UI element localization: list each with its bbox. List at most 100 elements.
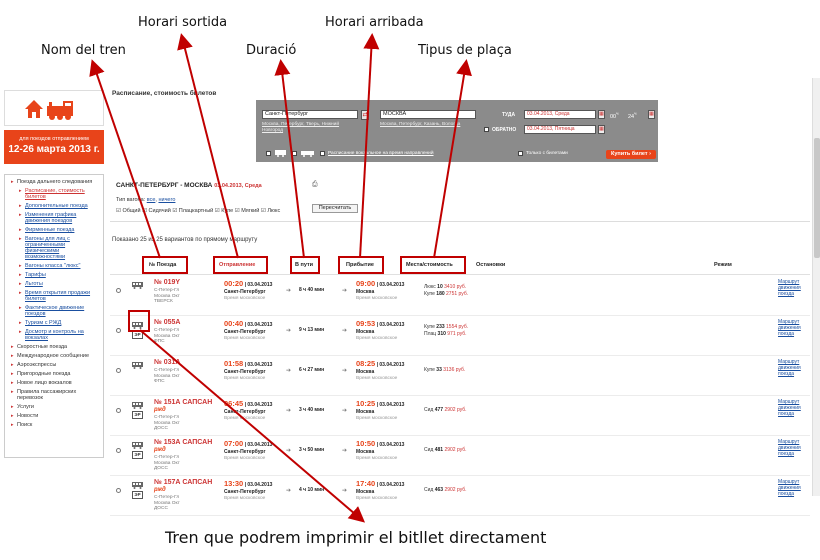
sidebar-item[interactable]: Досмотр и контроль на вокзалах	[11, 329, 99, 341]
from-station-input[interactable]: Санкт-Петербург	[262, 110, 358, 119]
col-seats[interactable]: Места/стоимость	[406, 262, 453, 268]
car-type-none-link[interactable]: ничего	[158, 197, 176, 203]
train-number[interactable]: № 157А САПСАН	[154, 479, 213, 486]
sidebar-item[interactable]: Поиск	[11, 422, 99, 428]
sidebar-item[interactable]: Новое лицо вокзалов	[11, 380, 99, 386]
seat-class[interactable]: Сид 463 2902 руб.	[424, 487, 467, 493]
arrival-time-value: 09:00	[356, 279, 376, 288]
back-date-input[interactable]: 03.04.2013, Пятница	[524, 125, 596, 134]
there-time-from[interactable]: 00ч	[610, 111, 619, 120]
train-filter-checkbox[interactable]	[266, 151, 271, 156]
seat-price: 2751 руб.	[446, 291, 469, 297]
train-number[interactable]: № 031А	[154, 359, 181, 366]
train-route-link[interactable]: Маршрут движения поезда	[778, 359, 801, 377]
train-route-link[interactable]: Маршрут движения поезда	[778, 439, 801, 457]
sidebar-item[interactable]: Фирменные поезда	[11, 227, 99, 233]
seat-class[interactable]: Люкс 10 3410 руб.	[424, 284, 466, 290]
col-train[interactable]: № Поезда	[149, 262, 177, 268]
there-time-to[interactable]: 24ч	[628, 111, 637, 120]
seat-class[interactable]: Плац 310 971 руб.	[424, 331, 467, 337]
sidebar-item[interactable]: Фактическое движение поездов	[11, 305, 99, 317]
departure-time: 06:45 | 03.04.2013	[224, 399, 272, 408]
train-number[interactable]: № 055А	[154, 319, 181, 326]
train-route-link[interactable]: Маршрут движения поезда	[778, 319, 801, 337]
sidebar-item[interactable]: Вагоны для лиц с ограниченными физически…	[11, 236, 99, 260]
planned-checkbox[interactable]	[320, 151, 325, 156]
there-time-icon[interactable]: ▦	[648, 110, 655, 119]
travel-duration: 8 ч 40 мин	[299, 287, 325, 293]
col-duration[interactable]: В пути	[295, 262, 314, 268]
sidebar-menu: Поезда дальнего следованияРасписание, ст…	[4, 174, 104, 458]
back-calendar-icon[interactable]: ▦	[598, 125, 605, 134]
sidebar-item[interactable]: Правила пассажирских перевозок	[11, 389, 99, 401]
select-train-radio[interactable]	[116, 408, 121, 413]
train-route-link[interactable]: Маршрут движения поезда	[778, 279, 801, 297]
car-type-checkboxes[interactable]: ☑ Общий ☑ Сидячий ☑ Плацкартный ☑ Купе ☑…	[116, 208, 281, 214]
print-icon[interactable]: ⎙	[312, 181, 318, 188]
sidebar-item[interactable]: Время открытия продажи билетов	[11, 290, 99, 302]
bus-filter-checkbox[interactable]	[292, 151, 297, 156]
select-train-radio[interactable]	[116, 488, 121, 493]
sidebar-item[interactable]: Дополнительные поезда	[11, 203, 99, 209]
buy-ticket-button[interactable]: Купить билет ›	[606, 150, 656, 159]
train-route-link[interactable]: Маршрут движения поезда	[778, 479, 801, 497]
select-train-radio[interactable]	[116, 328, 121, 333]
sidebar-item[interactable]: Скоростные поезда	[11, 344, 99, 350]
there-date-input[interactable]: 03.04.2013, Среда	[524, 110, 596, 119]
train-number[interactable]: № 019Y	[154, 279, 181, 286]
there-calendar-icon[interactable]: ▦	[598, 110, 605, 119]
seat-class[interactable]: Купе 33 3136 руб.	[424, 367, 465, 373]
seat-class-name: Купе	[424, 291, 435, 297]
departure-timezone: Время московское	[224, 376, 266, 381]
only-tickets-checkbox[interactable]	[518, 151, 523, 156]
sidebar-item[interactable]: Новости	[11, 413, 99, 419]
swap-stations-button[interactable]: ⇄	[361, 110, 369, 120]
recalculate-button[interactable]: Пересчитать	[312, 204, 358, 213]
scrollbar-thumb[interactable]	[814, 138, 820, 258]
select-train-radio[interactable]	[116, 448, 121, 453]
seat-class[interactable]: Сид 477 2902 руб.	[424, 407, 467, 413]
sidebar-item[interactable]: Поезда дальнего следования	[11, 179, 99, 185]
planned-link[interactable]: Расписание вокзальное на время направлен…	[328, 151, 434, 156]
select-train-radio[interactable]	[116, 368, 121, 373]
select-train-radio[interactable]	[116, 288, 121, 293]
seat-class[interactable]: Сид 481 2902 руб.	[424, 447, 467, 453]
rzd-logo[interactable]	[4, 90, 104, 126]
from-station-suggestions[interactable]: Москва, Петербург, Тверь, Нижний Новгоро…	[262, 122, 340, 133]
sidebar-item[interactable]: Изменения графика движения поездов	[11, 212, 99, 224]
sidebar-item[interactable]: Международное сообщение	[11, 353, 99, 359]
return-checkbox[interactable]	[484, 127, 489, 132]
sidebar-item[interactable]: Аэроэкспрессы	[11, 362, 99, 368]
departure-timezone: Время московское	[224, 416, 266, 421]
arrival-timezone: Время московское	[356, 416, 398, 421]
sidebar-item[interactable]: Льготы	[11, 281, 99, 287]
arrow-right-icon: ➔	[342, 288, 348, 294]
train-number[interactable]: № 153А САПСАН	[154, 439, 213, 446]
sidebar-item[interactable]: Пригородные поезда	[11, 371, 99, 377]
departure-time-value: 07:00	[224, 439, 244, 448]
seat-class[interactable]: Купе 180 2751 руб.	[424, 291, 468, 297]
train-route-link[interactable]: Маршрут движения поезда	[778, 399, 801, 417]
train-number[interactable]: № 151А САПСАН	[154, 399, 213, 406]
sidebar-item[interactable]: Услуги	[11, 404, 99, 410]
sidebar-item[interactable]: Туризм с РЖД	[11, 320, 99, 326]
to-station-input[interactable]: МОСКВА	[380, 110, 476, 119]
car-type-all-link[interactable]: все	[146, 197, 156, 203]
sidebar-item[interactable]: Вагоны класса "люкс"	[11, 263, 99, 269]
seat-class[interactable]: Купе 233 1554 руб.	[424, 324, 468, 330]
sidebar-item[interactable]: Расписание, стоимость билетов	[11, 188, 99, 200]
sidebar-item[interactable]: Тарифы	[11, 272, 99, 278]
departure-timezone: Время московское	[224, 296, 266, 301]
promo-banner[interactable]: для поездов отправлением 12-26 марта 201…	[4, 130, 104, 164]
col-arrival[interactable]: Прибытие	[346, 262, 374, 268]
col-departure[interactable]: Отправление	[219, 262, 256, 268]
to-station-suggestions[interactable]: Москва, Петербург, Казань, Вологда	[380, 122, 461, 127]
seat-class-name: Люкс	[424, 284, 436, 290]
vertical-scrollbar[interactable]	[812, 78, 820, 496]
